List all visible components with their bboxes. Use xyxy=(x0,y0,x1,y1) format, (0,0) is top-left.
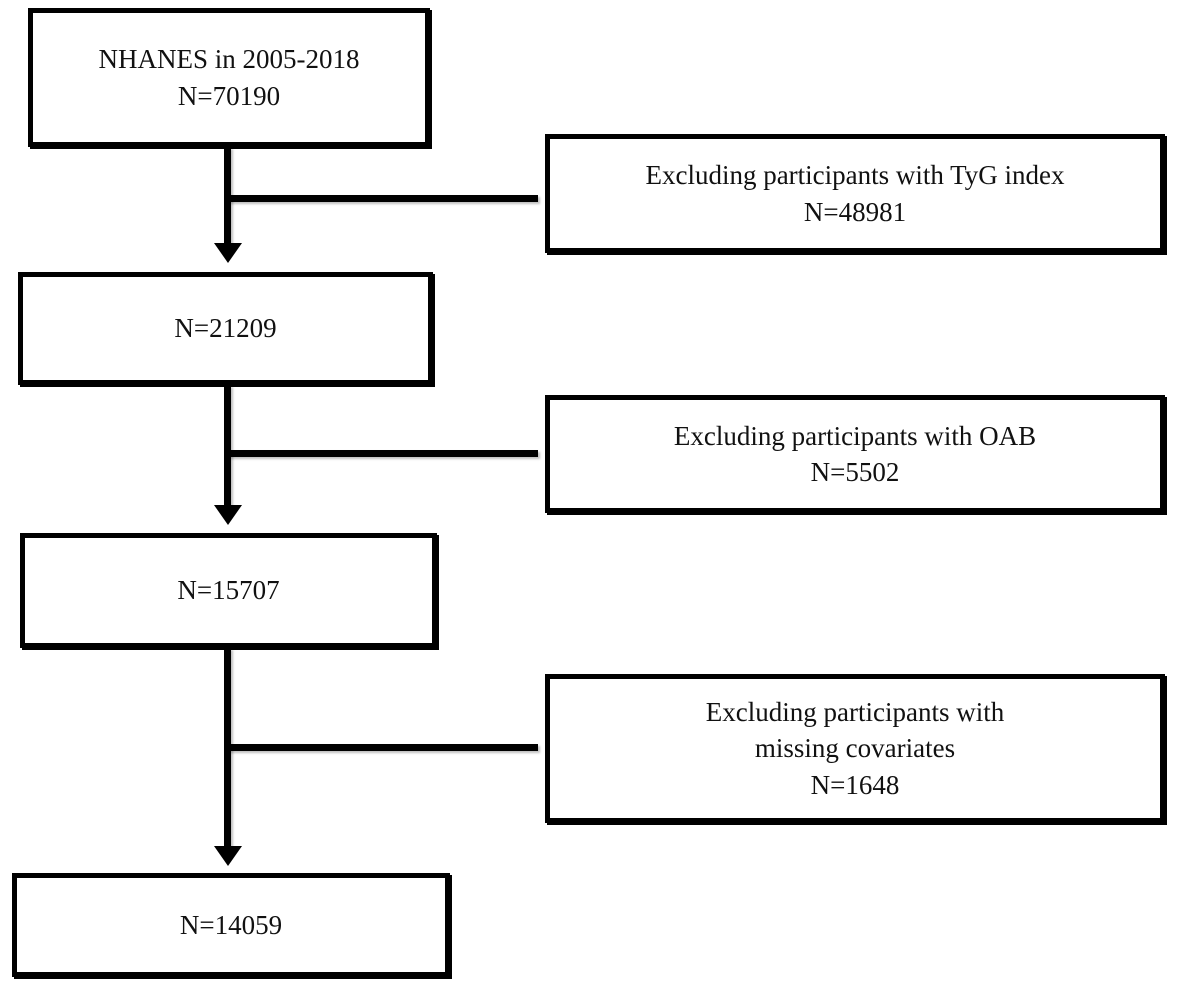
connector-step2-to-step3-line xyxy=(224,385,231,505)
flow-box-text-line: N=70190 xyxy=(177,80,281,111)
flow-box-text-line: N=5502 xyxy=(810,457,900,487)
down-arrowhead-icon xyxy=(214,505,242,525)
connector-branch-to-oab-exclusion xyxy=(228,450,538,457)
exclusion-box-tyg-index: Excluding participants with TyG index N=… xyxy=(545,134,1165,253)
flow-box-text-line: N=15707 xyxy=(177,575,280,606)
connector-branch-to-tyg-exclusion xyxy=(228,195,538,202)
connector-step3-to-final-line xyxy=(224,648,231,846)
flow-box-text-line: N=1648 xyxy=(810,769,900,800)
flow-box-text-line: missing covariates xyxy=(754,733,956,764)
down-arrowhead-icon xyxy=(214,846,242,866)
flow-box-text-line: Excluding participants with TyG index xyxy=(645,160,1065,191)
flow-box-text-line: Excluding participants with xyxy=(705,696,1005,727)
flow-box-text-line: N=14059 xyxy=(179,909,283,940)
connector-branch-to-covariates-exclusion xyxy=(228,744,538,751)
flow-box-source: NHANES in 2005-2018 N=70190 xyxy=(28,8,430,147)
flow-box-step2: N=21209 xyxy=(18,272,433,385)
flow-box-text-line: N=21209 xyxy=(174,313,277,344)
flow-box-final: N=14059 xyxy=(12,873,450,977)
flow-box-text-line: Excluding participants with OAB xyxy=(673,420,1037,451)
flow-box-text-line: NHANES in 2005-2018 xyxy=(98,44,360,75)
exclusion-box-missing-covariates: Excluding participants with missing cova… xyxy=(545,674,1165,823)
connector-source-to-step2-line xyxy=(224,147,231,243)
exclusion-box-oab: Excluding participants with OAB N=5502 xyxy=(545,395,1165,513)
down-arrowhead-icon xyxy=(214,243,242,263)
flow-box-step3: N=15707 xyxy=(20,533,437,648)
flow-box-text-line: N=48981 xyxy=(803,196,907,227)
